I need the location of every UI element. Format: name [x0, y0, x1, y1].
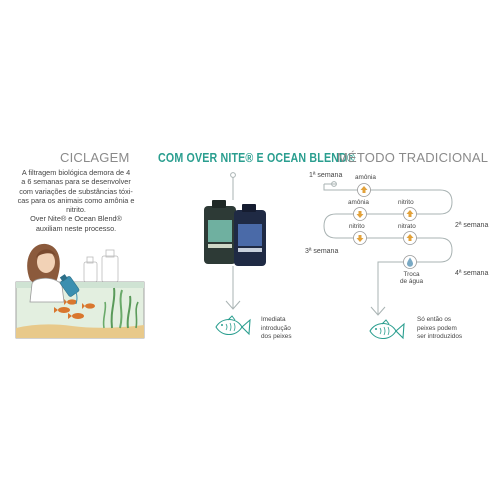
result-line: Imediata — [261, 316, 286, 323]
description-line: auxiliam neste processo. — [35, 223, 117, 233]
description-line: nitrito. — [66, 205, 86, 215]
troca-line: Troca — [403, 271, 420, 278]
nitrito-label: nitrito — [398, 199, 414, 206]
week-1-label: 1ª semana — [309, 172, 343, 179]
amonia-label: amônia — [355, 174, 376, 181]
result-line: ser introduzidos — [417, 333, 463, 340]
traditional-result-text: Só então os peixes podem ser introduzido… — [417, 316, 462, 342]
fish-icon — [215, 315, 251, 336]
week-2-label: 2ª semana — [455, 222, 489, 229]
traditional-flow-path — [323, 181, 453, 316]
woman-aquarium-illustration — [15, 243, 145, 339]
result-line: peixes podem — [417, 324, 457, 332]
arrow-down-icon — [353, 231, 367, 245]
description-line: cas para os animais como amônia e — [17, 195, 135, 205]
description-line: a 6 semanas para se desenvolver — [21, 177, 131, 187]
middle-result-text: Imediata introdução dos peixes — [261, 316, 292, 342]
arrow-up-icon — [403, 207, 417, 221]
result-line: Só então os — [417, 316, 452, 323]
com-over-nite-title: COM OVER NITE® E OCEAN BLEND® — [158, 150, 355, 165]
metodo-tradicional-title: MÉTODO TRADICIONAL — [337, 150, 489, 165]
result-line: introdução — [261, 324, 291, 332]
arrow-down-icon — [353, 207, 367, 221]
arrow-up-icon — [357, 183, 371, 197]
description-line: com variações de substâncias tóxi- — [19, 186, 133, 196]
arrow-up-icon — [403, 231, 417, 245]
troca-line: de água — [400, 278, 424, 285]
water-drop-icon — [403, 255, 417, 269]
amonia-label: amônia — [348, 199, 369, 206]
troca-de-agua-label: Troca de água — [400, 271, 423, 285]
nitrito-label: nitrito — [349, 223, 365, 230]
week-4-label: 4ª semana — [455, 270, 489, 277]
ciclagem-title: CICLAGEM — [60, 150, 130, 165]
description-line: Over Nite® e Ocean Blend® — [30, 214, 122, 224]
ciclagem-description: A filtragem biológica demora de 4 a 6 se… — [10, 168, 142, 233]
result-line: dos peixes — [261, 333, 292, 340]
week-3-label: 3ª semana — [305, 248, 339, 255]
nitrato-label: nitrato — [398, 223, 416, 230]
middle-flow-arrow — [225, 172, 241, 310]
product-bottles — [204, 200, 266, 266]
description-line: A filtragem biológica demora de 4 — [21, 168, 131, 177]
fish-icon — [369, 319, 405, 340]
